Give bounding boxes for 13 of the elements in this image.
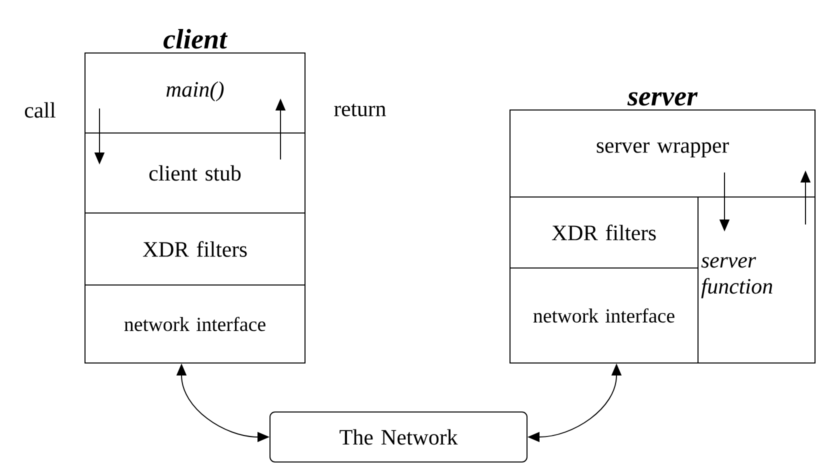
side-label: call [24, 102, 56, 118]
node-label: client [164, 28, 228, 49]
side-label: return [334, 104, 386, 116]
layer-box: network interface [510, 268, 699, 364]
layer-box: client stub [84, 132, 306, 214]
node-label: server [627, 92, 698, 106]
layer-box: server wrapper [510, 110, 816, 198]
network-box: The Network [270, 412, 528, 462]
layer-box: server function [698, 196, 816, 364]
layer-box: network interface [84, 284, 306, 364]
layer-box: main() [84, 52, 306, 134]
layer-box: XDR filters [84, 212, 306, 286]
layer-box: XDR filters [510, 196, 699, 268]
